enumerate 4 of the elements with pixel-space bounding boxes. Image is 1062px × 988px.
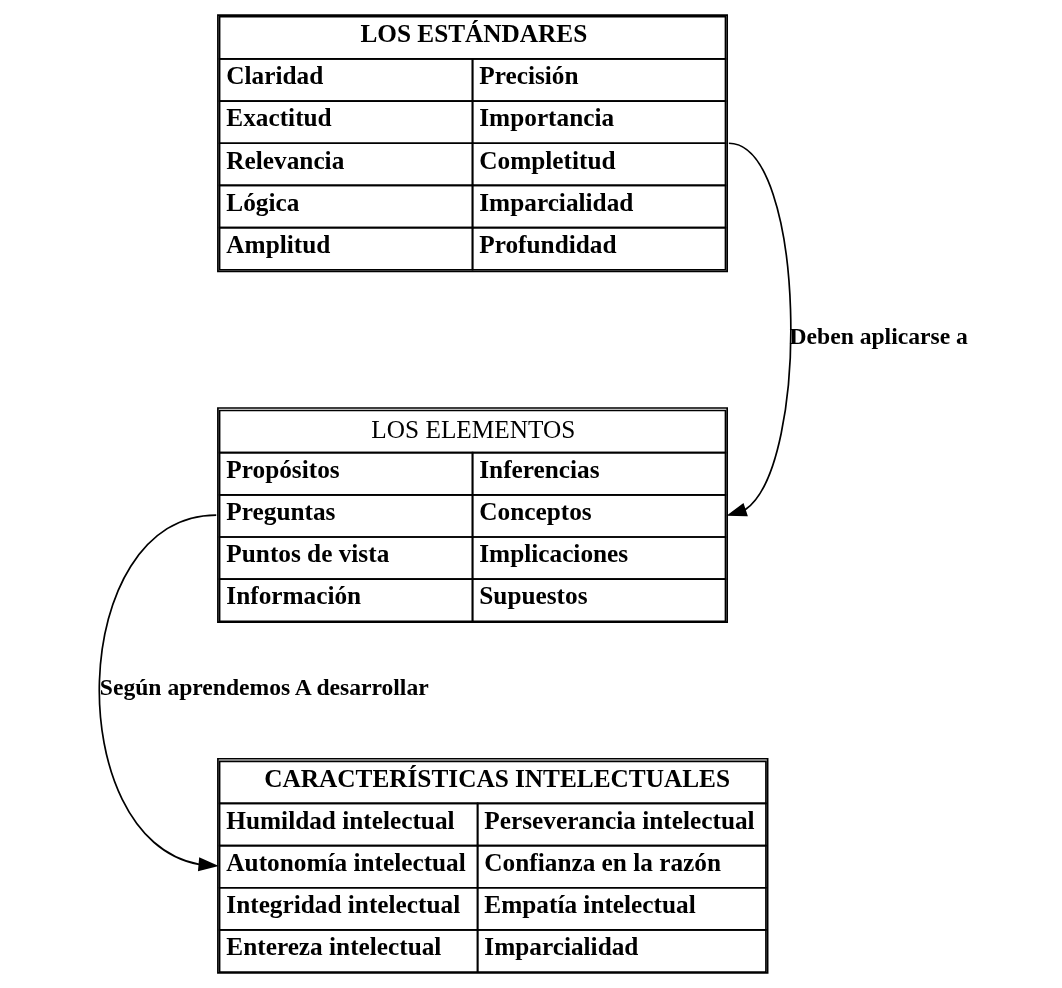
arrow [726,142,792,517]
edge-label: Deben aplicarse a [789,323,968,350]
edge-label: Según aprendemos A desarrollar [99,674,429,701]
arrow [98,514,219,872]
